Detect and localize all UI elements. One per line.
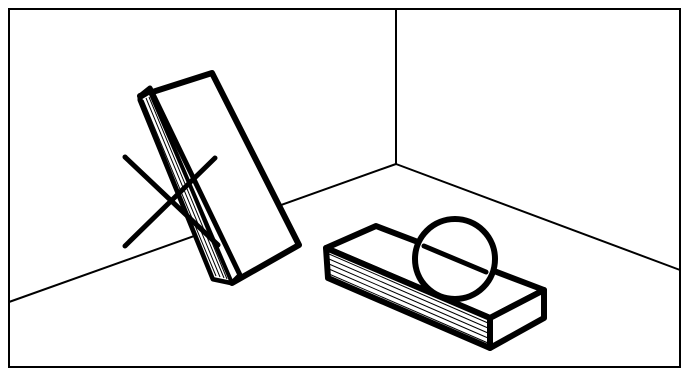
illustration-frame <box>9 9 680 367</box>
no-entry-mark-icon <box>415 219 495 299</box>
